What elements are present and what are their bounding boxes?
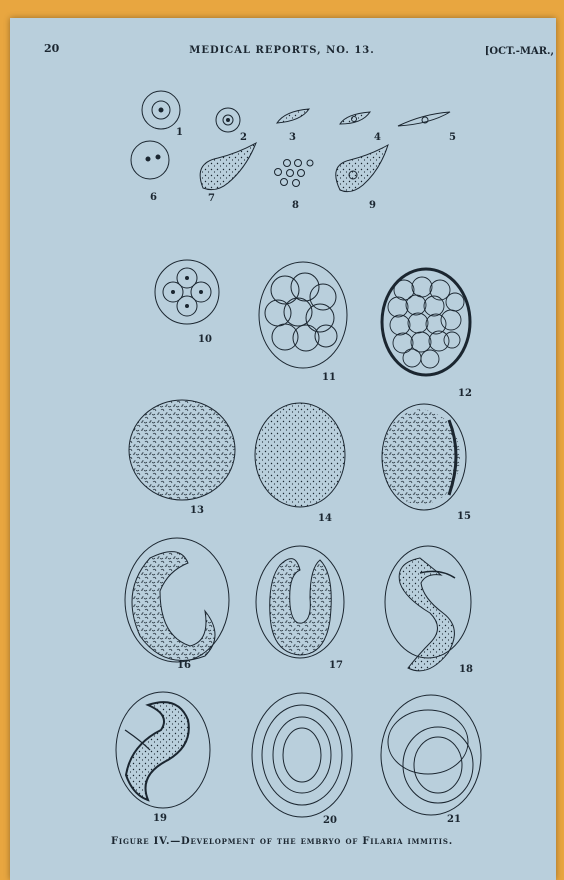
figure-label-2: 2 xyxy=(240,132,247,143)
figure-label-21: 21 xyxy=(447,814,461,825)
figure-label-1: 1 xyxy=(176,127,183,138)
figure-label-20: 20 xyxy=(323,815,337,826)
figure-label-9: 9 xyxy=(369,200,376,211)
figure-13 xyxy=(129,400,235,500)
figure-14 xyxy=(255,403,345,507)
figure-21 xyxy=(381,695,481,815)
figure-5 xyxy=(398,112,450,126)
figure-12 xyxy=(382,269,470,375)
figure-label-6: 6 xyxy=(150,192,157,203)
figure-11 xyxy=(259,262,347,368)
figure-2 xyxy=(216,108,240,132)
figure-caption: Figure IV.—Development of the embryo of … xyxy=(0,836,564,847)
figure-label-12: 12 xyxy=(458,388,472,399)
figure-1 xyxy=(142,91,180,129)
figure-label-13: 13 xyxy=(190,505,204,516)
figure-10 xyxy=(155,260,219,324)
figure-16 xyxy=(125,538,229,662)
figure-label-19: 19 xyxy=(153,813,167,824)
figure-20 xyxy=(252,693,352,817)
figure-label-15: 15 xyxy=(457,511,471,522)
figure-6 xyxy=(131,141,169,179)
figure-7 xyxy=(200,143,256,190)
figure-label-10: 10 xyxy=(198,334,212,345)
figure-17 xyxy=(256,546,344,658)
figure-label-18: 18 xyxy=(459,664,473,675)
figure-label-14: 14 xyxy=(318,513,332,524)
figure-4 xyxy=(340,112,370,124)
figure-19 xyxy=(116,692,210,808)
figure-9 xyxy=(336,145,388,192)
figure-label-11: 11 xyxy=(322,372,336,383)
figure-label-3: 3 xyxy=(289,132,296,143)
figure-label-16: 16 xyxy=(177,660,191,671)
figure-label-17: 17 xyxy=(329,660,343,671)
figure-label-7: 7 xyxy=(208,193,215,204)
figure-3 xyxy=(277,109,309,123)
figure-8 xyxy=(275,160,314,187)
figure-18 xyxy=(385,546,471,671)
figure-15 xyxy=(382,404,466,510)
figure-label-8: 8 xyxy=(292,200,299,211)
figure-label-4: 4 xyxy=(374,132,381,143)
figure-label-5: 5 xyxy=(449,132,456,143)
